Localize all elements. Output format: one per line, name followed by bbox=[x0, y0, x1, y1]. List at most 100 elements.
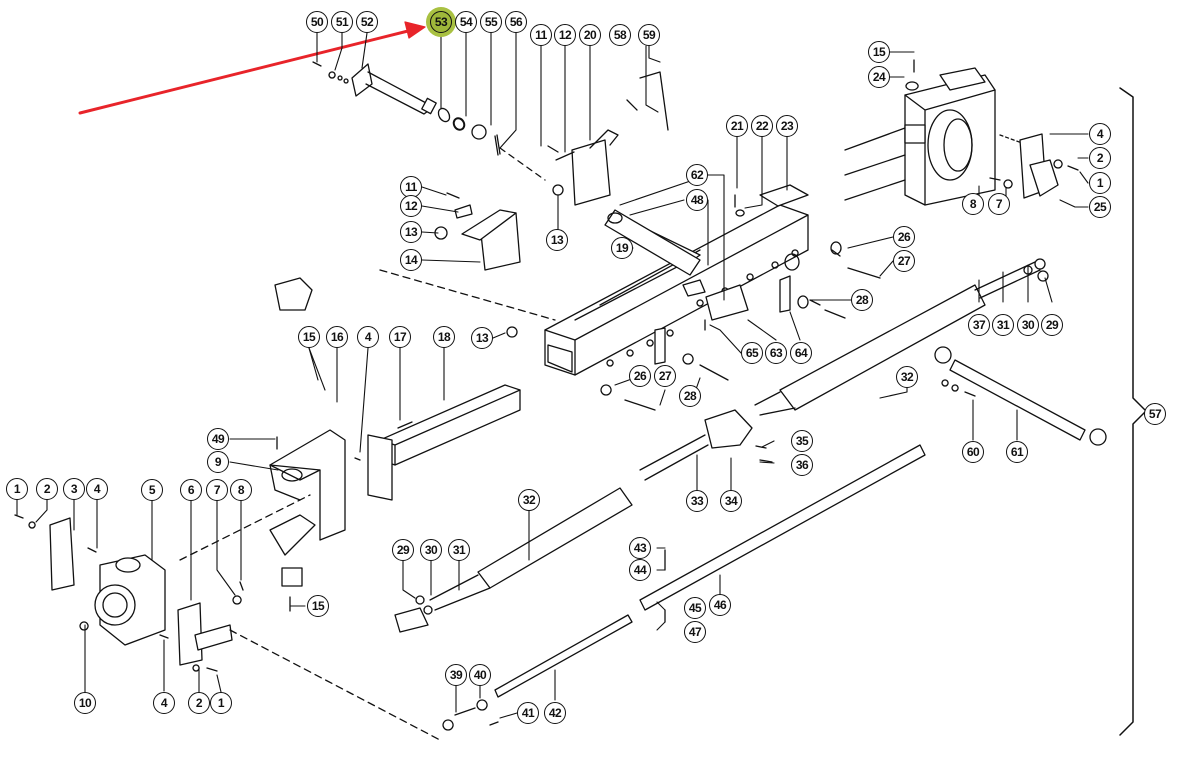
part-callout-27[interactable]: 27 bbox=[654, 365, 676, 387]
part-callout-2[interactable]: 2 bbox=[188, 692, 210, 714]
part-callout-57[interactable]: 57 bbox=[1144, 403, 1166, 425]
part-callout-8[interactable]: 8 bbox=[230, 479, 252, 501]
hydraulic-cylinder-upper bbox=[754, 258, 1049, 416]
part-callout-24[interactable]: 24 bbox=[868, 66, 890, 88]
link-arm bbox=[934, 346, 1107, 446]
part-callout-26[interactable]: 26 bbox=[629, 365, 651, 387]
part-callout-13[interactable]: 13 bbox=[400, 221, 422, 243]
part-callout-36[interactable]: 36 bbox=[791, 454, 813, 476]
part-callout-3[interactable]: 3 bbox=[63, 478, 85, 500]
control-valve bbox=[639, 409, 773, 481]
part-callout-37[interactable]: 37 bbox=[968, 314, 990, 336]
axle-assembly bbox=[312, 61, 546, 181]
drive-shafts bbox=[442, 444, 926, 731]
part-callout-46[interactable]: 46 bbox=[709, 594, 731, 616]
part-callout-27[interactable]: 27 bbox=[893, 250, 915, 272]
part-callout-47[interactable]: 47 bbox=[684, 621, 706, 643]
bracket-plates bbox=[434, 71, 669, 271]
part-callout-39[interactable]: 39 bbox=[445, 664, 467, 686]
part-callout-50[interactable]: 50 bbox=[306, 11, 328, 33]
part-callout-11[interactable]: 11 bbox=[530, 24, 552, 46]
hitch-assembly bbox=[269, 277, 346, 612]
extension-tube bbox=[354, 384, 521, 501]
part-callout-45[interactable]: 45 bbox=[684, 597, 706, 619]
part-callout-62[interactable]: 62 bbox=[686, 164, 708, 186]
part-callout-13[interactable]: 13 bbox=[471, 327, 493, 349]
part-callout-61[interactable]: 61 bbox=[1006, 441, 1028, 463]
part-callout-56[interactable]: 56 bbox=[505, 11, 527, 33]
part-callout-8[interactable]: 8 bbox=[962, 193, 984, 215]
part-callout-4[interactable]: 4 bbox=[86, 478, 108, 500]
part-callout-20[interactable]: 20 bbox=[579, 24, 601, 46]
gearbox-right bbox=[844, 59, 1079, 206]
part-callout-60[interactable]: 60 bbox=[962, 441, 984, 463]
part-callout-1[interactable]: 1 bbox=[210, 692, 232, 714]
part-callout-4[interactable]: 4 bbox=[153, 692, 175, 714]
part-callout-40[interactable]: 40 bbox=[469, 664, 491, 686]
part-callout-52[interactable]: 52 bbox=[356, 11, 378, 33]
part-callout-7[interactable]: 7 bbox=[988, 193, 1010, 215]
part-callout-15[interactable]: 15 bbox=[307, 595, 329, 617]
part-callout-9[interactable]: 9 bbox=[207, 451, 229, 473]
group-bracket bbox=[1119, 87, 1147, 736]
part-callout-53[interactable]: 53 bbox=[430, 11, 452, 33]
part-callout-7[interactable]: 7 bbox=[206, 479, 228, 501]
part-callout-10[interactable]: 10 bbox=[74, 692, 96, 714]
part-callout-23[interactable]: 23 bbox=[776, 115, 798, 137]
leader-lines bbox=[16, 32, 1089, 719]
part-callout-31[interactable]: 31 bbox=[992, 314, 1014, 336]
part-callout-58[interactable]: 58 bbox=[609, 24, 631, 46]
hydraulic-cylinder-lower bbox=[394, 487, 633, 633]
part-callout-44[interactable]: 44 bbox=[629, 559, 651, 581]
part-callout-4[interactable]: 4 bbox=[357, 326, 379, 348]
part-callout-15[interactable]: 15 bbox=[868, 41, 890, 63]
part-callout-26[interactable]: 26 bbox=[893, 226, 915, 248]
part-callout-33[interactable]: 33 bbox=[686, 490, 708, 512]
part-callout-30[interactable]: 30 bbox=[1017, 314, 1039, 336]
part-callout-49[interactable]: 49 bbox=[207, 428, 229, 450]
part-callout-43[interactable]: 43 bbox=[629, 537, 651, 559]
part-callout-29[interactable]: 29 bbox=[1041, 314, 1063, 336]
part-callout-5[interactable]: 5 bbox=[141, 479, 163, 501]
part-callout-18[interactable]: 18 bbox=[433, 326, 455, 348]
part-callout-29[interactable]: 29 bbox=[392, 539, 414, 561]
drawbar-frame bbox=[379, 184, 881, 411]
part-callout-17[interactable]: 17 bbox=[389, 326, 411, 348]
part-callout-22[interactable]: 22 bbox=[751, 115, 773, 137]
part-callout-34[interactable]: 34 bbox=[720, 490, 742, 512]
part-callout-25[interactable]: 25 bbox=[1089, 196, 1111, 218]
gearbox-left bbox=[14, 494, 441, 741]
part-callout-35[interactable]: 35 bbox=[791, 430, 813, 452]
part-callout-51[interactable]: 51 bbox=[331, 11, 353, 33]
part-callout-6[interactable]: 6 bbox=[180, 479, 202, 501]
part-callout-64[interactable]: 64 bbox=[790, 342, 812, 364]
part-callout-55[interactable]: 55 bbox=[480, 11, 502, 33]
part-callout-2[interactable]: 2 bbox=[36, 478, 58, 500]
part-callout-31[interactable]: 31 bbox=[448, 539, 470, 561]
part-callout-1[interactable]: 1 bbox=[1089, 172, 1111, 194]
part-callout-2[interactable]: 2 bbox=[1089, 147, 1111, 169]
part-callout-32[interactable]: 32 bbox=[896, 366, 918, 388]
part-callout-48[interactable]: 48 bbox=[686, 189, 708, 211]
part-callout-15[interactable]: 15 bbox=[298, 326, 320, 348]
part-callout-11[interactable]: 11 bbox=[400, 176, 422, 198]
part-callout-63[interactable]: 63 bbox=[765, 342, 787, 364]
part-callout-16[interactable]: 16 bbox=[326, 326, 348, 348]
part-callout-32[interactable]: 32 bbox=[518, 489, 540, 511]
part-callout-12[interactable]: 12 bbox=[554, 24, 576, 46]
part-callout-21[interactable]: 21 bbox=[726, 115, 748, 137]
part-callout-28[interactable]: 28 bbox=[679, 385, 701, 407]
part-callout-12[interactable]: 12 bbox=[400, 195, 422, 217]
part-callout-65[interactable]: 65 bbox=[741, 342, 763, 364]
part-callout-41[interactable]: 41 bbox=[517, 702, 539, 724]
part-callout-14[interactable]: 14 bbox=[400, 249, 422, 271]
part-callout-28[interactable]: 28 bbox=[851, 289, 873, 311]
part-callout-42[interactable]: 42 bbox=[544, 702, 566, 724]
part-callout-13[interactable]: 13 bbox=[546, 229, 568, 251]
part-callout-30[interactable]: 30 bbox=[420, 539, 442, 561]
part-callout-19[interactable]: 19 bbox=[611, 237, 633, 259]
part-callout-4[interactable]: 4 bbox=[1089, 123, 1111, 145]
part-callout-1[interactable]: 1 bbox=[6, 478, 28, 500]
part-callout-59[interactable]: 59 bbox=[638, 24, 660, 46]
part-callout-54[interactable]: 54 bbox=[455, 11, 477, 33]
